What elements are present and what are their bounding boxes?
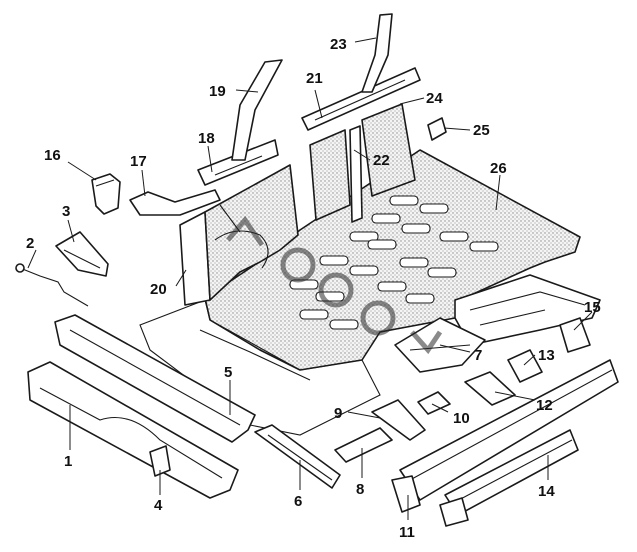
pillar-23 [361, 13, 393, 93]
callout-9: 9 [334, 405, 342, 422]
trim-panel-22 [309, 125, 363, 223]
callout-15: 15 [584, 299, 601, 316]
callout-8: 8 [356, 481, 364, 498]
crosspiece-12 [464, 371, 516, 406]
bracket-17 [129, 189, 221, 216]
leader-lines [27, 37, 593, 520]
callout-21: 21 [306, 70, 323, 87]
front-panel-1 [27, 361, 239, 499]
callout-20: 20 [150, 281, 167, 298]
front-cross-member-5 [54, 314, 256, 443]
bracket-18 [197, 139, 279, 186]
callout-18: 18 [198, 130, 215, 147]
callout-19: 19 [209, 83, 226, 100]
callout-26: 26 [490, 160, 507, 177]
callout-12: 12 [536, 397, 553, 414]
callout-24: 24 [426, 90, 443, 107]
callout-4: 4 [154, 497, 163, 514]
jack-3 [55, 231, 109, 277]
jack-handle-2 [15, 263, 89, 307]
panel-24 [361, 103, 416, 197]
part-16 [91, 173, 121, 215]
crosspiece-9 [371, 399, 426, 441]
callout-16: 16 [44, 147, 61, 164]
floor-slots [289, 195, 499, 330]
watermark [226, 215, 443, 355]
callout-11: 11 [399, 524, 415, 541]
callout-labels: 1 2 3 4 5 6 7 8 9 10 11 12 13 14 15 16 1… [26, 36, 601, 541]
callout-22: 22 [373, 152, 390, 169]
side-rail-14 [439, 429, 579, 527]
callout-25: 25 [473, 122, 490, 139]
rail-6 [254, 424, 341, 489]
callout-7: 7 [474, 347, 482, 364]
callout-14: 14 [538, 483, 555, 500]
callout-2: 2 [26, 235, 34, 252]
callout-6: 6 [294, 493, 302, 510]
callout-1: 1 [64, 453, 72, 470]
callout-10: 10 [453, 410, 470, 427]
callout-23: 23 [330, 36, 347, 53]
side-rail-11 [391, 359, 619, 513]
bracket-25 [427, 117, 447, 141]
bracket-15 [559, 317, 591, 353]
rear-floor-section [454, 274, 601, 346]
callout-13: 13 [538, 347, 555, 364]
cross-member-21 [301, 67, 421, 131]
pillar-19 [231, 59, 283, 161]
bracket-8 [334, 427, 393, 463]
callout-17: 17 [130, 153, 147, 170]
main-floor-panel [204, 149, 581, 371]
bracket-13 [507, 349, 543, 383]
bracket-4 [149, 445, 171, 477]
callout-5: 5 [224, 364, 232, 381]
bracket-10 [417, 391, 451, 415]
callout-3: 3 [62, 203, 70, 220]
